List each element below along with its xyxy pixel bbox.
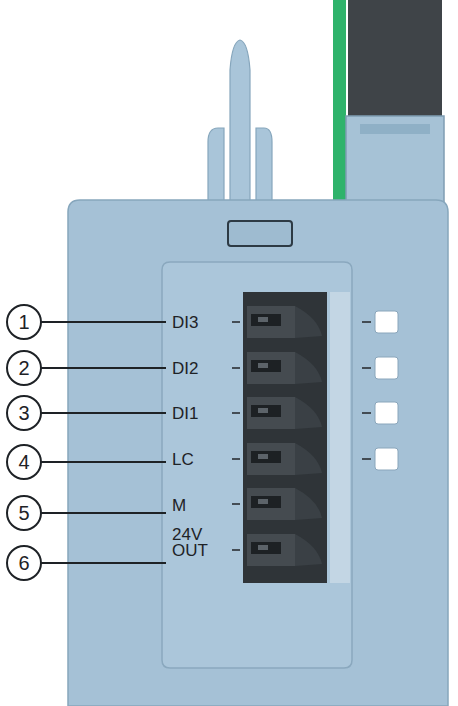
led	[375, 311, 398, 333]
terminal-label: LC	[172, 451, 194, 468]
led	[375, 357, 398, 379]
callout-circle	[7, 351, 41, 385]
tick-mark	[362, 321, 371, 323]
terminal-spring	[258, 317, 268, 322]
slot	[228, 221, 292, 246]
terminal-opening	[251, 451, 281, 463]
terminal-lever	[295, 488, 322, 520]
terminal-label: 24V OUT	[172, 527, 212, 559]
terminal-lever	[295, 534, 322, 566]
callout-circle	[7, 546, 41, 580]
terminal-lever	[295, 397, 322, 429]
tick-mark	[232, 367, 240, 369]
callout-number: 4	[18, 452, 29, 472]
dark-block	[348, 0, 442, 122]
leader-line	[41, 367, 166, 369]
tick-mark	[362, 458, 371, 460]
terminal-opening	[251, 542, 281, 554]
leds	[362, 311, 398, 470]
terminal-label: M	[172, 497, 186, 514]
window	[330, 292, 350, 583]
tick-mark	[232, 458, 240, 460]
terminal-spring	[258, 454, 268, 459]
terminal-block	[243, 292, 327, 583]
tick-mark	[232, 321, 240, 323]
callout-circle	[7, 445, 41, 479]
module-housing	[68, 200, 448, 706]
led	[375, 448, 398, 470]
terminal-lever	[295, 443, 322, 475]
callout-number: 5	[18, 503, 29, 523]
terminals	[232, 306, 322, 566]
callouts	[7, 305, 166, 580]
callout-number: 2	[18, 358, 29, 378]
terminal-clamp	[247, 352, 295, 384]
leader-line	[41, 461, 166, 463]
terminal-clamp	[247, 306, 295, 338]
callout-circle	[7, 396, 41, 430]
terminal-opening	[251, 360, 281, 372]
terminal-label: DI2	[172, 360, 198, 377]
terminal-lever	[295, 352, 322, 384]
callout-circle	[7, 305, 41, 339]
terminal-clamp	[247, 397, 295, 429]
latch-tab	[230, 40, 250, 205]
leader-line	[41, 412, 166, 414]
tick-mark	[232, 549, 240, 551]
terminal-spring	[258, 545, 268, 550]
terminal-spring	[258, 408, 268, 413]
tick-mark	[362, 412, 371, 414]
label-panel	[162, 262, 352, 668]
tick-mark	[362, 367, 371, 369]
leader-line	[41, 321, 166, 323]
terminal-clamp	[247, 488, 295, 520]
green-strip	[333, 0, 346, 205]
terminal-lever	[295, 306, 322, 338]
led	[375, 402, 398, 424]
callout-number: 6	[18, 553, 29, 573]
callout-number: 1	[18, 312, 29, 332]
callout-circle	[7, 496, 41, 530]
connector-housing	[346, 116, 444, 208]
callout-number: 3	[18, 403, 29, 423]
latch-prong	[208, 128, 224, 205]
tick-mark	[232, 503, 240, 505]
connector-rib	[360, 124, 430, 134]
latch-prong	[256, 128, 272, 205]
terminal-opening	[251, 496, 281, 508]
leader-line	[41, 512, 166, 514]
terminal-spring	[258, 499, 268, 504]
terminal-spring	[258, 363, 268, 368]
terminal-opening	[251, 314, 281, 326]
terminal-clamp	[247, 443, 295, 475]
terminal-clamp	[247, 534, 295, 566]
leader-line	[41, 562, 166, 564]
terminal-opening	[251, 405, 281, 417]
terminal-label: DI3	[172, 314, 198, 331]
terminal-label: DI1	[172, 405, 198, 422]
tick-mark	[232, 412, 240, 414]
